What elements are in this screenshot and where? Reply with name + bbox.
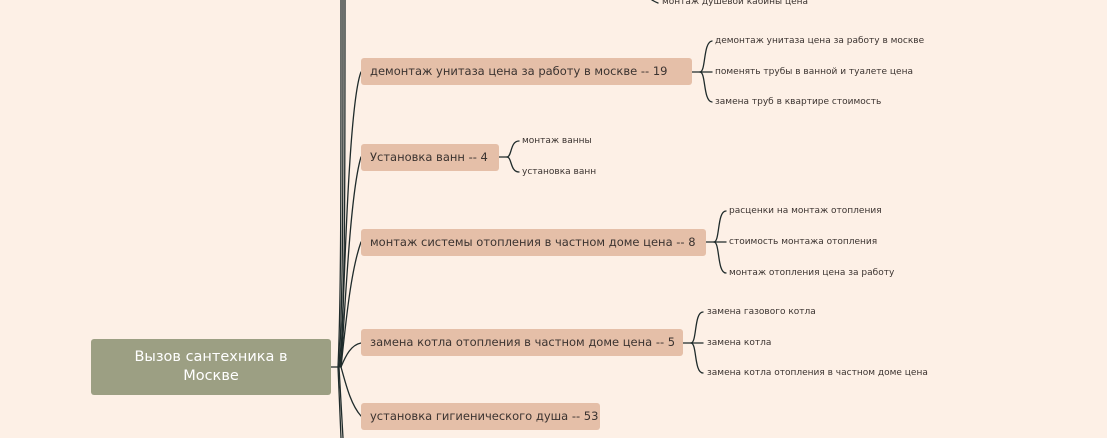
leaf-item[interactable]: поменять трубы в ванной и туалете цена: [715, 67, 913, 77]
leaf-item[interactable]: замена котла: [707, 338, 772, 348]
leaf-item[interactable]: расценки на монтаж отопления: [729, 206, 882, 216]
topic-label: демонтаж унитаза цена за работу в москве…: [370, 64, 668, 78]
trunk-line-down: [337, 366, 342, 438]
leaf-item[interactable]: демонтаж унитаза цена за работу в москве: [715, 36, 925, 46]
branch-topic-1: [340, 71, 362, 368]
leaf-item[interactable]: замена труб в квартире стоимость: [715, 97, 882, 107]
topic-ustanovka-vann[interactable]: Установка ванн -- 4: [361, 144, 499, 171]
trunk-line-down-2: [338, 366, 344, 438]
topic-label: монтаж системы отопления в частном доме …: [370, 235, 696, 249]
partial-top-leaf[interactable]: монтаж душевой кабины цена: [662, 0, 809, 7]
topic-zamena-kotla[interactable]: замена котла отопления в частном доме це…: [361, 329, 683, 356]
leaf-item[interactable]: замена газового котла: [707, 307, 816, 317]
topic-label: установка гигиенического душа -- 53: [370, 409, 599, 423]
branch-topic-5: [340, 366, 362, 417]
root-topic[interactable]: Вызов сантехника в Москве: [91, 339, 331, 395]
branch-topic-3: [340, 241, 362, 368]
branch-topic-2: [340, 156, 362, 368]
leaf-item[interactable]: стоимость монтажа отопления: [729, 237, 878, 247]
topic-montazh-otopleniya[interactable]: монтаж системы отопления в частном доме …: [361, 229, 706, 256]
root-topic-label: Вызов сантехника в Москве: [134, 349, 288, 384]
branch-topic-4: [340, 342, 362, 368]
leaf-item[interactable]: монтаж отопления цена за работу: [729, 268, 895, 278]
leaf-item[interactable]: замена котла отопления в частном доме це…: [707, 368, 928, 378]
trunk-line-2: [338, 0, 344, 368]
topic-demontazh-unitaza[interactable]: демонтаж унитаза цена за работу в москве…: [361, 58, 692, 85]
topic-label: Установка ванн -- 4: [370, 150, 488, 164]
leaf-item[interactable]: монтаж ванны: [522, 136, 592, 146]
leaf-item[interactable]: установка ванн: [522, 167, 597, 177]
topic-label: замена котла отопления в частном доме це…: [370, 335, 676, 349]
topic-gigienicheskiy-dush[interactable]: установка гигиенического душа -- 53: [361, 403, 600, 430]
trunk-line: [337, 0, 342, 368]
